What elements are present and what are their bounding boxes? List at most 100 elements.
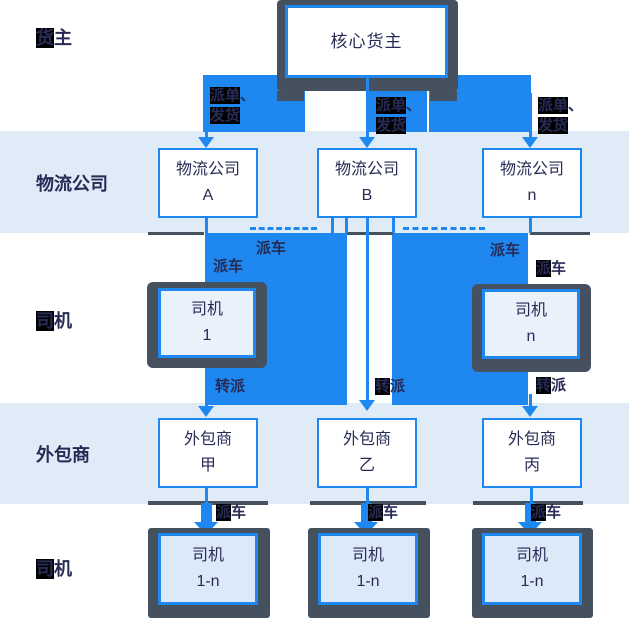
edge-label-dispatch-ship-b: 派单、 发货 <box>376 96 421 136</box>
connector-stub <box>205 488 208 503</box>
edge-label-text: 发货 <box>376 117 407 134</box>
outsourcer-node-a: 外包商 甲 <box>158 418 258 488</box>
thick-arrow-to-drivers-3 <box>525 503 536 522</box>
row-label-text: 机 <box>54 559 72 579</box>
row-label-logistics: 物流公司 <box>36 170 108 196</box>
node-label: 物流公司 <box>499 161 564 178</box>
connector-stub <box>366 488 369 503</box>
edge-label-text: 派 <box>531 504 547 521</box>
edge-label-text: 车 <box>546 504 562 521</box>
arrowhead-icon <box>198 406 214 417</box>
logistics-node-n: 物流公司 n <box>482 148 582 218</box>
node-sublabel: 1-n <box>520 573 544 590</box>
driver-node-n: 司机 n <box>482 289 580 359</box>
connector-stub <box>331 218 334 233</box>
core-shipper-node: 核心货主 <box>285 5 448 78</box>
edge-label-dispatch-vehicle: 派车 <box>536 259 566 279</box>
driver-bottom-node-3: 司机 1-n <box>482 533 582 605</box>
edge-label-dispatch-ship-n: 派单、 发货 <box>538 96 583 136</box>
connector-stub <box>529 218 532 233</box>
node-sublabel: n <box>527 187 537 204</box>
node-sublabel: n <box>526 328 536 345</box>
row-label-driver-bottom: 司机 <box>36 555 72 581</box>
outsourcer-node-b: 外包商 乙 <box>317 418 417 488</box>
node-label: 物流公司 <box>334 161 399 178</box>
edge-label-text: 派单 <box>210 87 241 104</box>
arrowhead-icon <box>522 406 538 417</box>
dashed-connector-right <box>403 227 485 230</box>
connector-stub <box>530 488 533 503</box>
edge-label-text: 发货 <box>210 107 241 124</box>
outsourcer-node-c: 外包商 丙 <box>482 418 582 488</box>
node-sublabel: 1-n <box>356 573 380 590</box>
arrowhead-icon <box>359 400 375 411</box>
edge-label-text: 派 <box>368 504 384 521</box>
edge-label-text: 派 <box>551 377 567 394</box>
edge-label-text: 、 <box>240 87 256 104</box>
node-label: 司机 <box>351 547 384 564</box>
core-shipper-frame-tab-right <box>430 91 457 101</box>
edge-label-text: 、 <box>568 97 584 114</box>
arrow-to-outsourcer-c <box>529 394 532 408</box>
logistics-node-a: 物流公司 A <box>158 148 258 218</box>
edge-label-text: 车 <box>551 260 567 277</box>
driver-node-1: 司机 1 <box>158 288 256 358</box>
row-label-text: 外包商 <box>36 445 90 465</box>
node-label: 外包商 <box>342 431 391 448</box>
node-label: 核心货主 <box>330 31 403 51</box>
edge-label-text: 转派 <box>215 378 246 395</box>
edge-label-text: 派单 <box>538 97 569 114</box>
node-label: 外包商 <box>507 431 556 448</box>
edge-label-text: 车 <box>383 504 399 521</box>
node-sublabel: 丙 <box>523 457 540 474</box>
arrowhead-icon <box>359 137 375 148</box>
node-label: 外包商 <box>183 431 232 448</box>
core-shipper-frame-tab-left <box>277 91 304 101</box>
edge-label-text: 派车 <box>256 240 287 257</box>
node-sublabel: 1-n <box>196 573 220 590</box>
edge-label-text: 派 <box>390 378 406 395</box>
node-sublabel: 甲 <box>199 457 216 474</box>
edge-label-dispatch-ship-a: 派单、 发货 <box>210 86 255 126</box>
node-sublabel: B <box>361 187 373 204</box>
edge-label-dispatch-vehicle: 派车 <box>531 503 561 523</box>
edge-label-text: 转 <box>375 378 391 395</box>
connector-stub <box>205 218 208 233</box>
edge-label-dispatch-vehicle: 派车 <box>213 257 243 277</box>
node-label: 司机 <box>190 301 223 318</box>
arrow-to-outsourcer-a <box>205 394 208 408</box>
arrow-core-to-logistics-b <box>366 77 369 137</box>
edge-label-text: 派 <box>216 504 232 521</box>
node-label: 司机 <box>514 302 547 319</box>
edge-label-text: 车 <box>231 504 247 521</box>
node-sublabel: A <box>202 187 214 204</box>
edge-label-text: 派车 <box>213 258 244 275</box>
edge-label-text: 转 <box>536 377 552 394</box>
connector-stub <box>392 218 395 233</box>
row-label-text: 物流公司 <box>36 174 108 194</box>
node-sublabel: 乙 <box>358 457 375 474</box>
dashed-connector-left <box>250 227 317 230</box>
edge-label-text: 派车 <box>490 242 521 259</box>
thick-arrow-to-drivers-2 <box>361 503 372 522</box>
driver-bottom-node-1: 司机 1-n <box>158 533 258 605</box>
node-label: 司机 <box>515 547 548 564</box>
separator-line <box>148 232 204 235</box>
edge-label-transfer: 转派 <box>215 377 245 397</box>
edge-label-text: 发货 <box>538 117 569 134</box>
row-label-text: 货 <box>36 28 54 48</box>
row-label-driver-mid: 司机 <box>36 307 72 333</box>
row-label-text: 司 <box>36 311 54 331</box>
thick-arrow-to-drivers-1 <box>201 503 212 522</box>
edge-label-text: 派 <box>536 260 552 277</box>
arrow-logistics-b-to-outsourcer <box>366 218 369 402</box>
row-label-shipper: 货主 <box>36 24 72 50</box>
row-label-text: 司 <box>36 559 54 579</box>
row-label-text: 主 <box>54 28 72 48</box>
separator-line <box>347 232 393 235</box>
separator-line <box>530 232 590 235</box>
arrow-core-to-logistics-a <box>205 93 208 137</box>
node-label: 物流公司 <box>175 161 240 178</box>
edge-label-text: 派单 <box>376 97 407 114</box>
